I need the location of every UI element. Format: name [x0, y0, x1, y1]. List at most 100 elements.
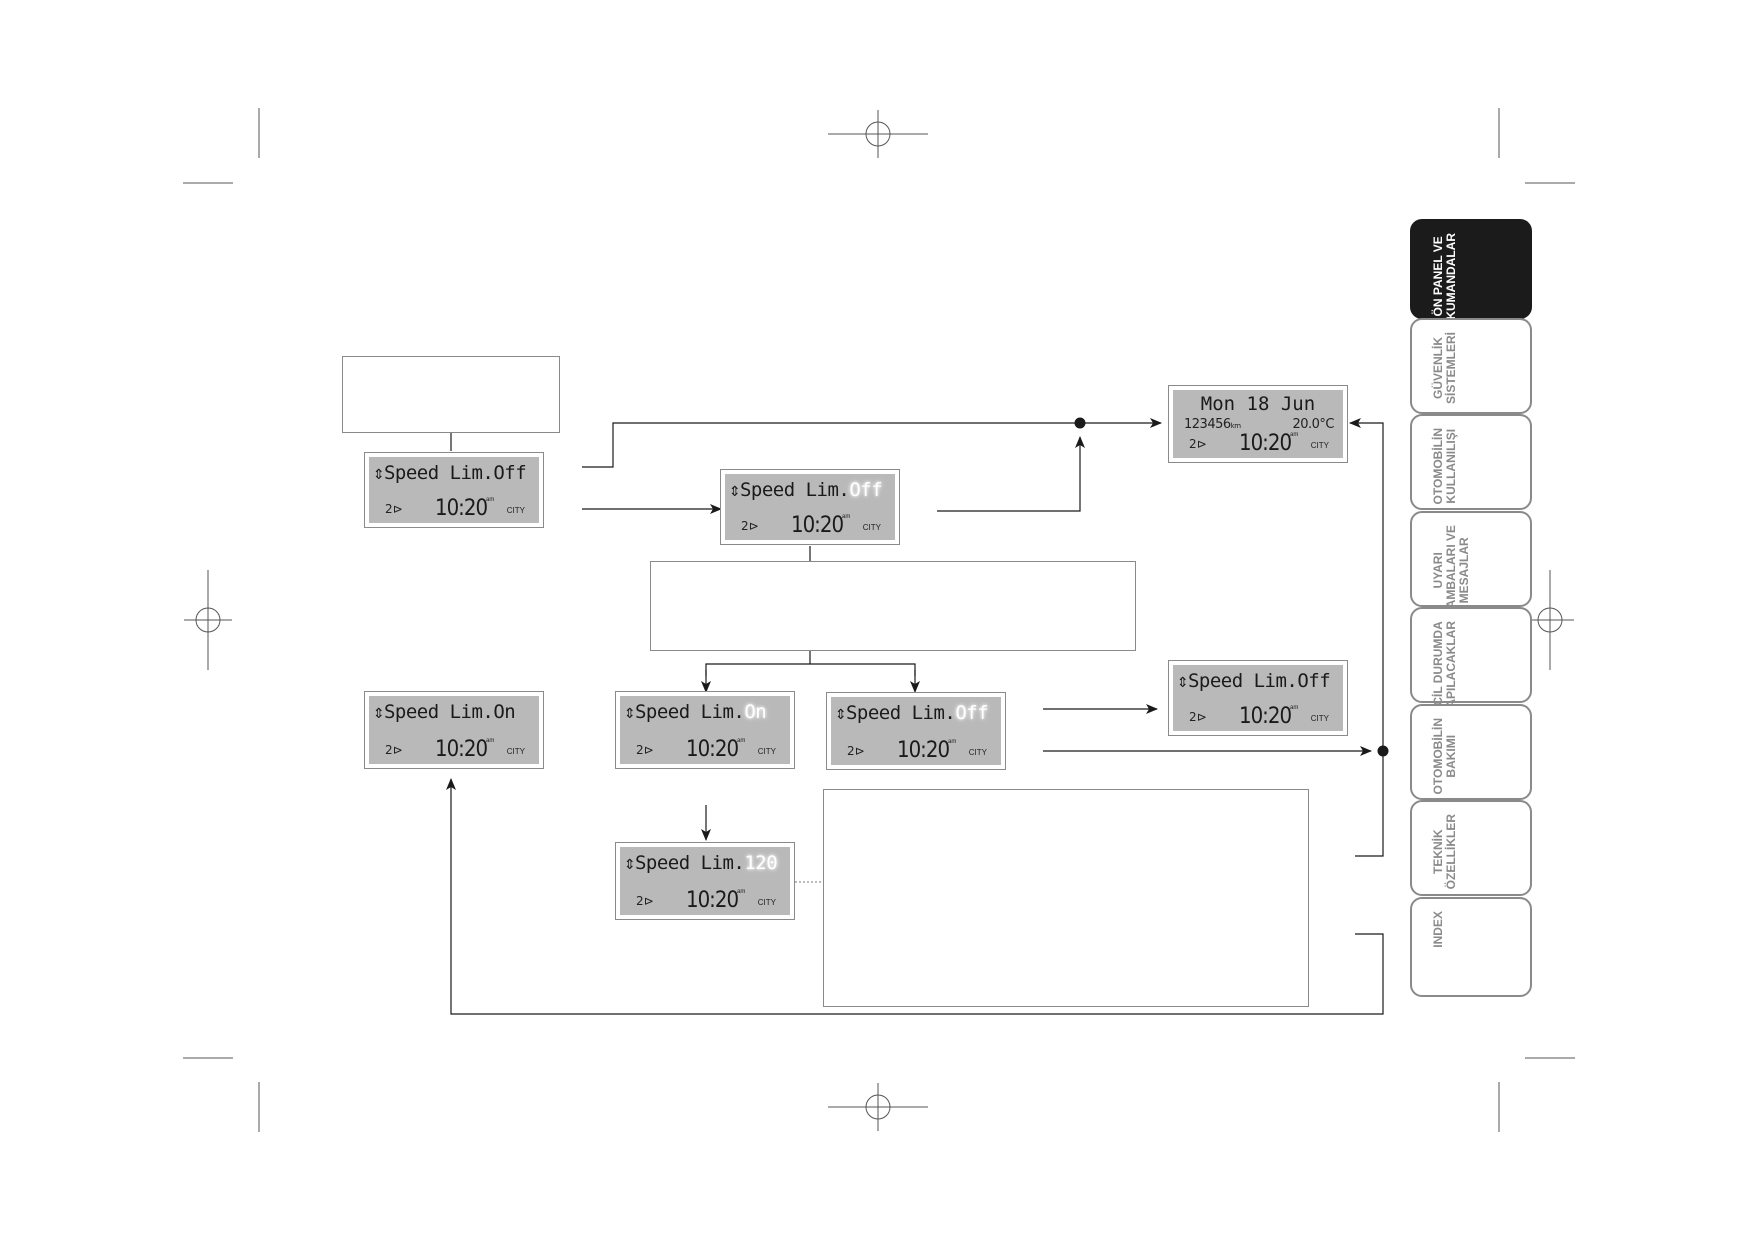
lcd-outside-temp-value: 2 [1189, 710, 1197, 724]
lcd-date: Mon 18 Jun [1200, 393, 1316, 415]
lcd-drive-mode: CITY [1310, 714, 1329, 723]
tab-label: INDEX [1431, 911, 1445, 948]
lcd-outside-temp-value: 2 [385, 502, 393, 516]
lcd-time: 10:20 [1239, 704, 1292, 729]
updown-arrows-icon: ⇕ [624, 701, 635, 723]
lcd-line1: ⇕Speed Lim.Off [729, 479, 883, 501]
lcd-label: Speed Lim. [634, 852, 745, 874]
lcd-ampm: am [486, 738, 495, 744]
lcd-drive-mode: CITY [757, 898, 776, 907]
updown-arrows-icon: ⇕ [729, 479, 740, 501]
lcd-line1: ⇕Speed Lim.On [624, 701, 767, 723]
lcd-outside-temp-value: 2 [385, 743, 393, 757]
lcd-time: 10:20 [686, 737, 739, 762]
lcd-time: 10:20 [1239, 431, 1292, 456]
lcd-temperature: 20.0°C [1292, 417, 1334, 432]
lcd-line1: ⇕Speed Lim.On [373, 701, 516, 723]
updown-arrows-icon: ⇕ [373, 701, 384, 723]
lcd-outside-temp: 2⊳ [741, 519, 759, 533]
caption-box-middle [650, 561, 1136, 651]
updown-arrows-icon: ⇕ [624, 852, 635, 874]
junction-dot-right [1377, 745, 1389, 757]
lcd-ampm: am [1290, 705, 1299, 711]
lcd-outside-temp-value: 2 [847, 744, 855, 758]
lcd-label: Speed Lim. [383, 462, 494, 484]
lcd-line1: ⇕Speed Lim.120 [624, 852, 778, 874]
connectors [446, 418, 1384, 1015]
lcd-drive-mode: CITY [968, 748, 987, 757]
caption-box-top-left [342, 356, 560, 433]
headlight-icon: ⊳ [1196, 437, 1207, 451]
lcd-value: 120 [744, 852, 778, 874]
lcd-ampm: am [948, 739, 957, 745]
headlight-icon: ⊳ [392, 743, 403, 757]
lcd-time: 10:20 [686, 888, 739, 913]
lcd-label: Speed Lim. [845, 702, 956, 724]
lcd-value: Off [955, 702, 989, 724]
tab-7[interactable]: INDEX [1410, 897, 1532, 997]
lcd-line1: ⇕Speed Lim.Off [835, 702, 989, 724]
lcd-ampm: am [842, 514, 851, 520]
lcd-time: 10:20 [791, 513, 844, 538]
junction-dot-top [1074, 417, 1086, 429]
lcd-ampm: am [737, 889, 746, 895]
crop-marks [183, 108, 1575, 1132]
lcd-ampm: am [737, 738, 746, 744]
lcd-value: Off [849, 479, 883, 501]
caption-box-bottom-right [823, 789, 1309, 1007]
lcd-label: Speed Lim. [634, 701, 745, 723]
headlight-icon: ⊳ [643, 743, 654, 757]
lcd-label: Speed Lim. [383, 701, 494, 723]
lcd-drive-mode: CITY [506, 506, 525, 515]
lcd-drive-mode: CITY [506, 747, 525, 756]
lcd-outside-temp-value: 2 [1189, 437, 1197, 451]
headlight-icon: ⊳ [643, 894, 654, 908]
lcd-value: Off [493, 462, 527, 484]
lcd-outside-temp-value: 2 [636, 894, 644, 908]
lcd-outside-temp: 2⊳ [1189, 710, 1207, 724]
lcd-value: Off [1297, 670, 1331, 692]
registration-mark-right [1526, 570, 1574, 670]
registration-mark-top [828, 110, 928, 158]
lcd-label: Speed Lim. [1187, 670, 1298, 692]
lcd-outside-temp: 2⊳ [636, 894, 654, 908]
lcd-time: 10:20 [435, 496, 488, 521]
lcd-time: 10:20 [897, 738, 950, 763]
registration-mark-bottom [828, 1083, 928, 1131]
lcd-outside-temp: 2⊳ [847, 744, 865, 758]
lcd-odometer: 123456km [1184, 417, 1241, 432]
lcd-outside-temp-value: 2 [741, 519, 749, 533]
lcd-ampm: am [1290, 432, 1299, 438]
lcd-outside-temp: 2⊳ [636, 743, 654, 757]
lcd-drive-mode: CITY [1310, 441, 1329, 450]
lcd-odometer-unit: km [1230, 422, 1241, 430]
